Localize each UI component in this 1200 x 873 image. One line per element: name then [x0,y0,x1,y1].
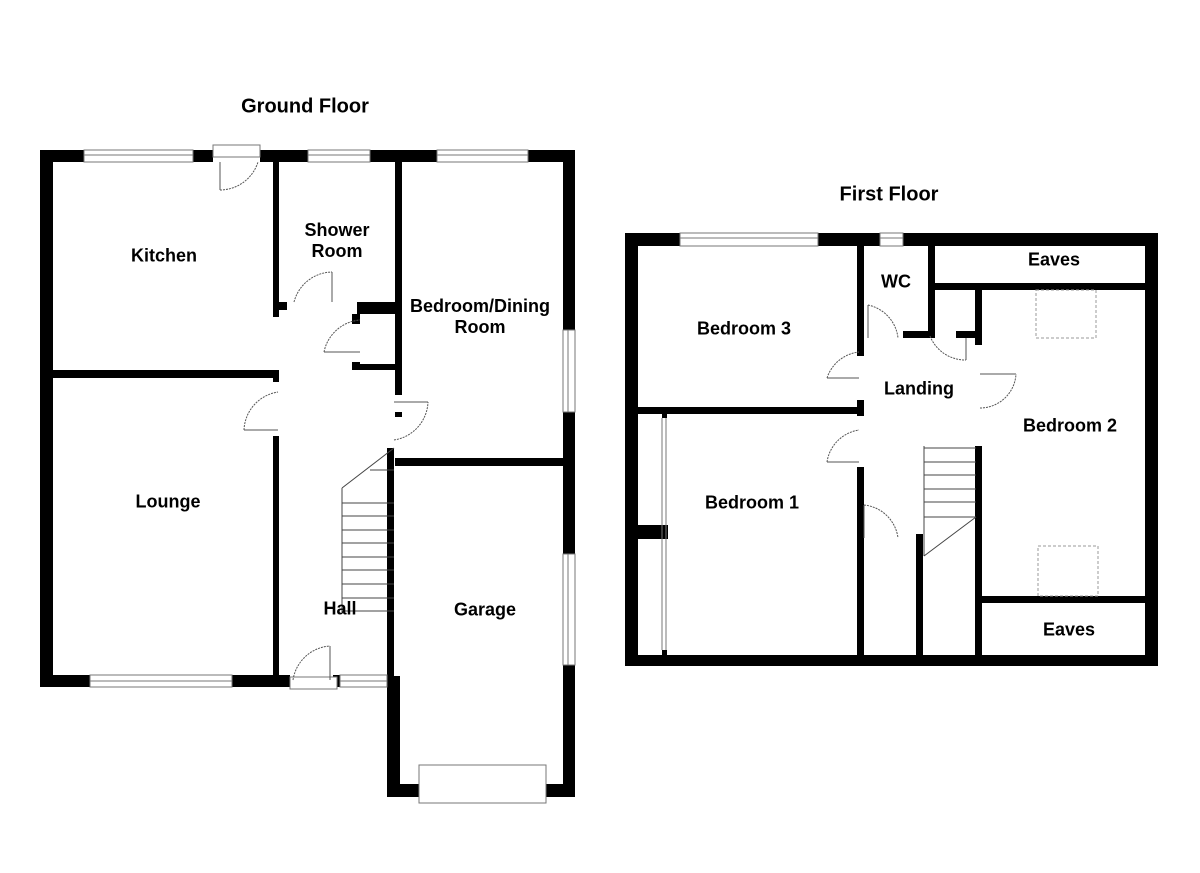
room-label-bedroom-1: Bedroom 1 [704,492,800,513]
room-label-bedroom-dining: Bedroom/Dining Room [410,296,550,337]
room-label-eaves-bottom: Eaves [1042,619,1096,640]
room-label-eaves-top: Eaves [1027,249,1081,270]
room-label-shower-room: Shower Room [304,220,370,261]
ground-floor-title: Ground Floor [241,95,369,118]
room-label-garage: Garage [453,599,517,620]
room-label-bedroom-2: Bedroom 2 [1022,415,1118,436]
room-label-hall: Hall [323,598,357,619]
room-label-bedroom-3: Bedroom 3 [696,318,792,339]
room-label-landing: Landing [884,378,954,399]
room-label-kitchen: Kitchen [130,245,198,266]
first-floor-title: First Floor [839,183,939,206]
room-label-lounge: Lounge [135,491,201,512]
room-label-wc: WC [881,271,911,292]
